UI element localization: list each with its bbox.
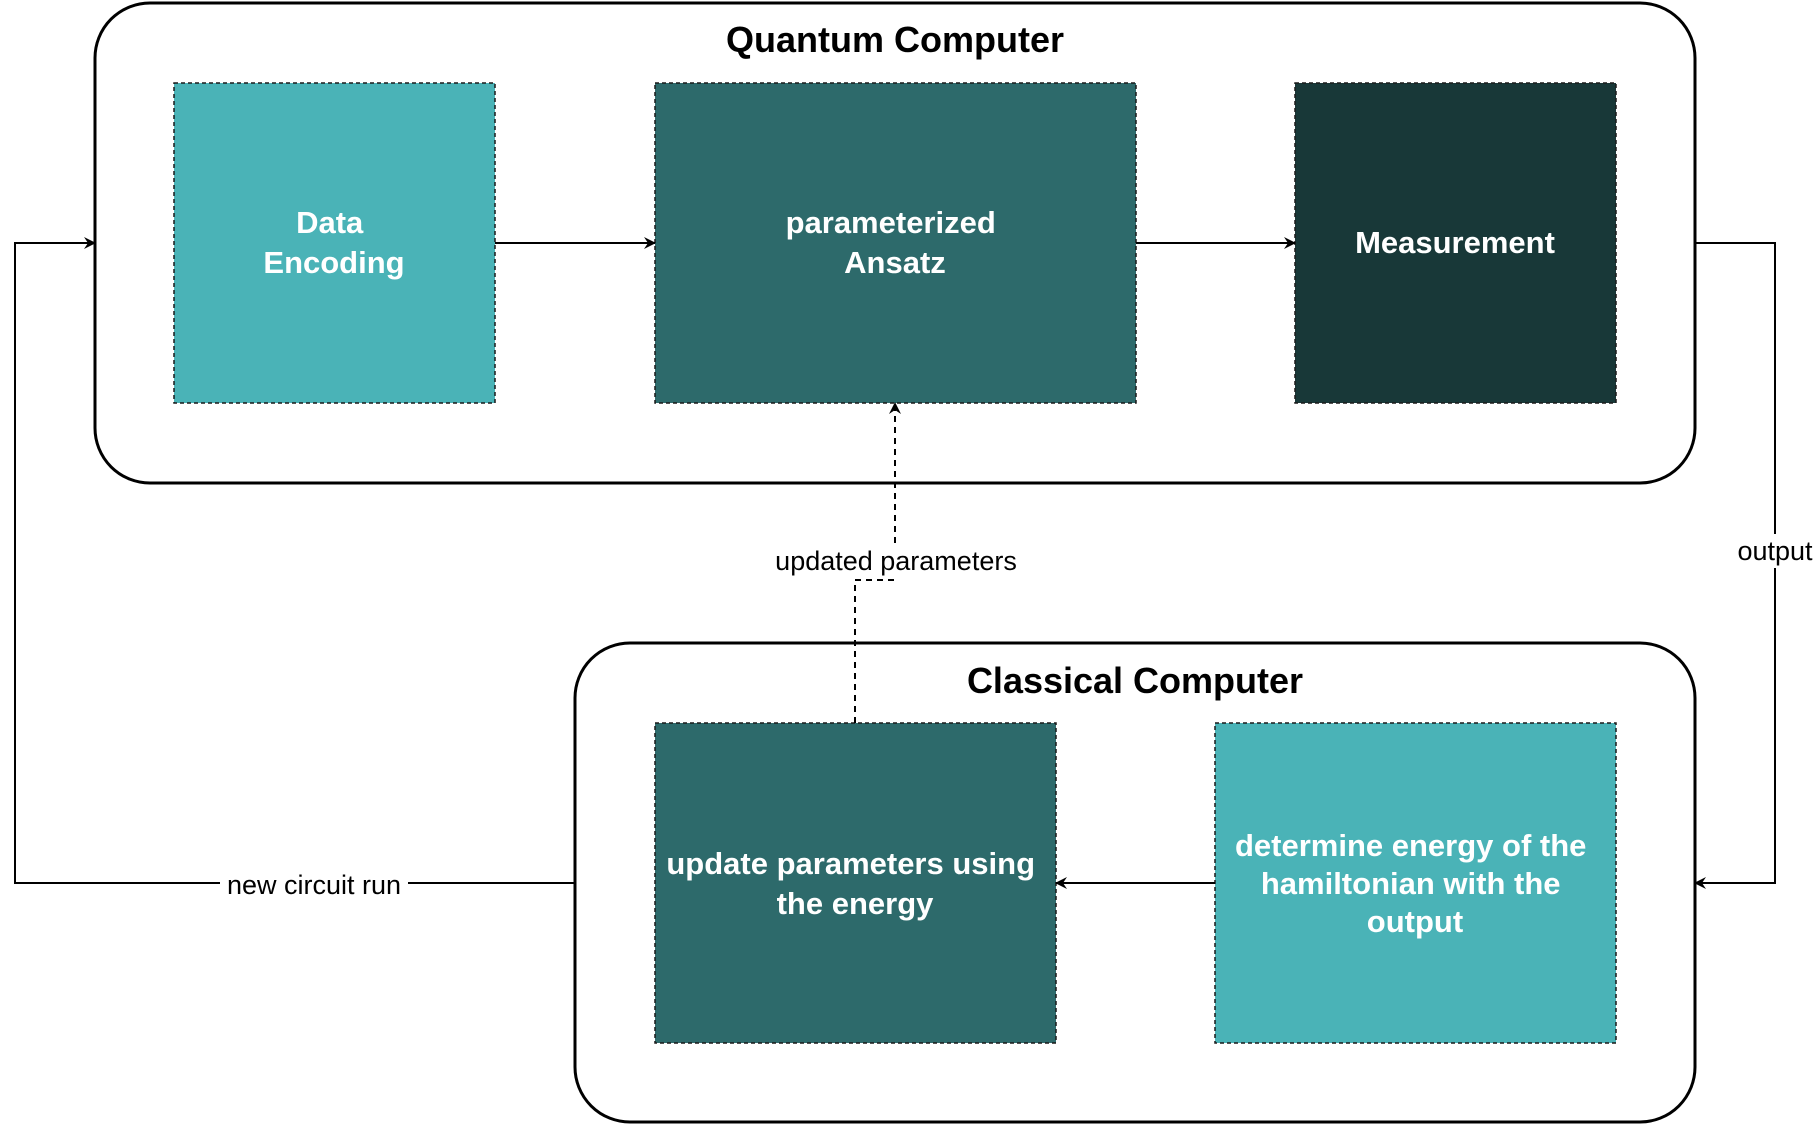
update-parameters-label-line-1: update parameters using [666, 846, 1035, 881]
determine-energy-label-line-1: determine energy of the [1235, 828, 1586, 863]
output-label-group: output [1735, 534, 1814, 568]
measurement-box [1294, 82, 1617, 404]
svg-text:Data Encoding: Data Encoding [263, 205, 404, 280]
new-circuit-run-label: new circuit run [227, 870, 401, 900]
measurement-node: Measurement [1294, 82, 1617, 404]
ansatz-node: parameterized Ansatz [654, 82, 1137, 404]
data-encoding-label-line-2: Encoding [263, 245, 404, 280]
determine-energy-node: determine energy of the hamiltonian with… [1214, 722, 1617, 1044]
classical-computer-title: Classical Computer [967, 660, 1303, 701]
svg-text:Measurement: Measurement [1355, 225, 1555, 260]
determine-energy-box [1214, 722, 1617, 1044]
ansatz-box [654, 82, 1137, 404]
svg-text:parameterized Ansatz: parameterized Ansatz [786, 205, 1005, 280]
ansatz-label-line-2: Ansatz [844, 245, 946, 280]
new-circuit-run-label-group: new circuit run [220, 866, 408, 900]
determine-energy-label-line-3: output [1367, 904, 1463, 939]
svg-text:determine energy of the: determine energy of the hamiltonian with… [1235, 828, 1595, 939]
ansatz-label-line-1: parameterized [786, 205, 996, 240]
update-parameters-label-line-2: the energy [777, 886, 935, 921]
data-encoding-label-line-1: Data [296, 205, 364, 240]
updated-parameters-label-group: updated parameters [768, 543, 1024, 579]
data-encoding-box [173, 82, 496, 404]
edge-updated-parameters [854, 402, 901, 723]
update-parameters-node: update parameters using the energy [654, 722, 1057, 1044]
data-encoding-node: Data Encoding [173, 82, 496, 404]
updated-parameters-label: updated parameters [775, 546, 1017, 576]
measurement-label-line-1: Measurement [1355, 225, 1555, 260]
output-label: output [1737, 536, 1813, 566]
update-parameters-box [654, 722, 1057, 1044]
determine-energy-label-line-2: hamiltonian with the [1261, 866, 1561, 901]
svg-text:update parameters using: update parameters using the energy [666, 846, 1043, 921]
quantum-computer-title: Quantum Computer [726, 19, 1064, 60]
